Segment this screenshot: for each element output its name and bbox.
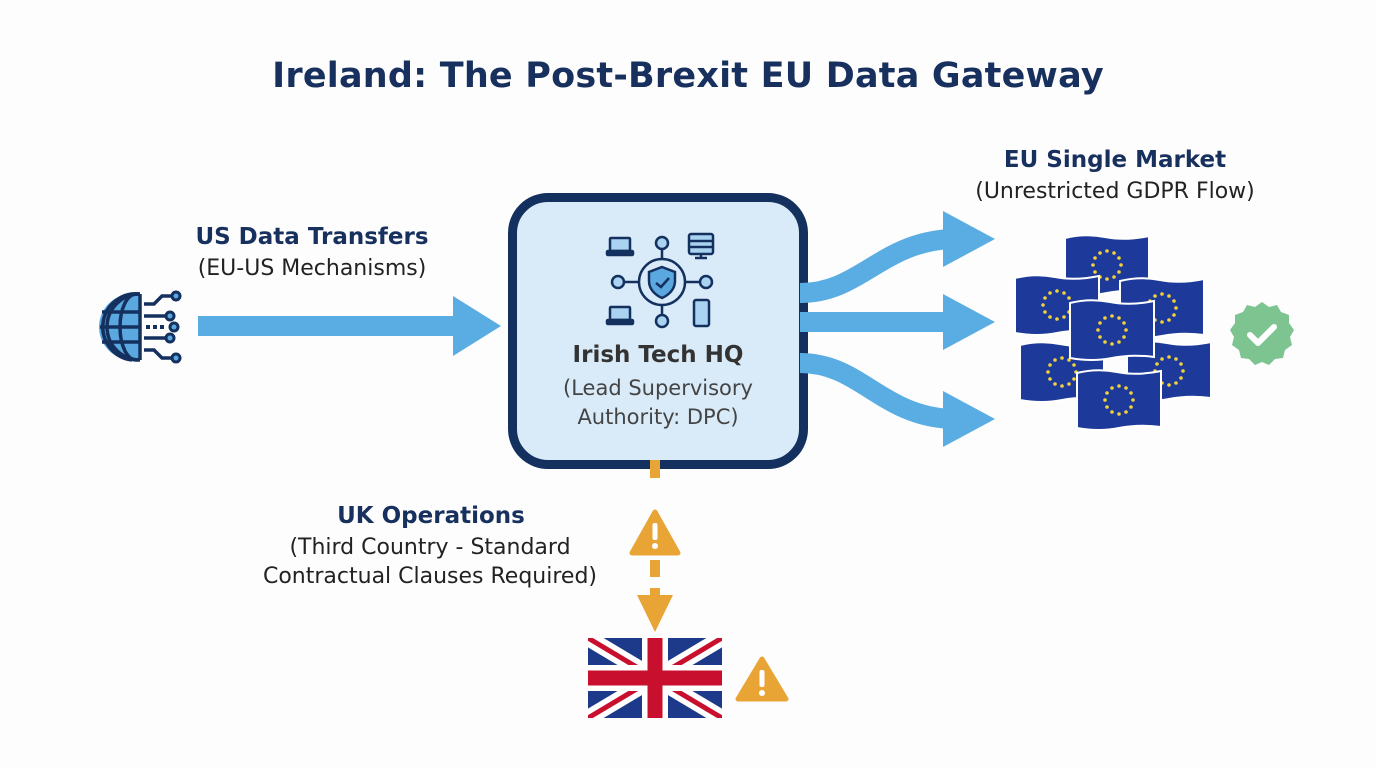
network-shield-icon [605,232,715,329]
us-to-hub-arrow [198,296,501,356]
hub-title: Irish Tech HQ [572,342,744,368]
warning-triangle-icon [629,509,681,556]
green-check-badge-icon [1230,302,1294,365]
arrow-head-bottom [943,391,995,447]
union-jack-flag [588,638,722,718]
arrow-head-middle [943,294,995,350]
page-title: Ireland: The Post-Brexit EU Data Gateway [272,56,1104,96]
arrow-head-top [943,211,995,267]
uk-operations-subtitle: (Third Country - Standard Contractual Cl… [230,533,630,591]
us-transfers-subtitle: (EU-US Mechanisms) [197,256,427,281]
eu-flag-center [1070,300,1154,360]
hub-subtitle-line1: (Lead Supervisory [563,376,753,400]
eu-market-subtitle: (Unrestricted GDPR Flow) [975,179,1255,204]
hub-subtitle-line2: Authority: DPC) [577,405,739,429]
eu-flags-cluster [1010,235,1220,440]
uk-operations-title: UK Operations [337,503,525,529]
eu-flag-bottom [1077,370,1161,430]
us-transfers-title: US Data Transfers [195,224,429,250]
uk-subtitle-line1: (Third Country - Standard [289,535,571,560]
hub-to-uk-dashed-arrow [629,460,681,632]
hub-subtitle: (Lead Supervisory Authority: DPC) [517,374,799,432]
eu-market-title: EU Single Market [1003,147,1227,173]
uk-warning-triangle-icon [735,656,789,702]
irish-tech-hq-box: Irish Tech HQ (Lead Supervisory Authorit… [508,193,808,469]
hub-to-eu-arrows [799,211,995,447]
uk-subtitle-line2: Contractual Clauses Required) [262,564,598,589]
globe-circuit-icon [99,290,182,364]
